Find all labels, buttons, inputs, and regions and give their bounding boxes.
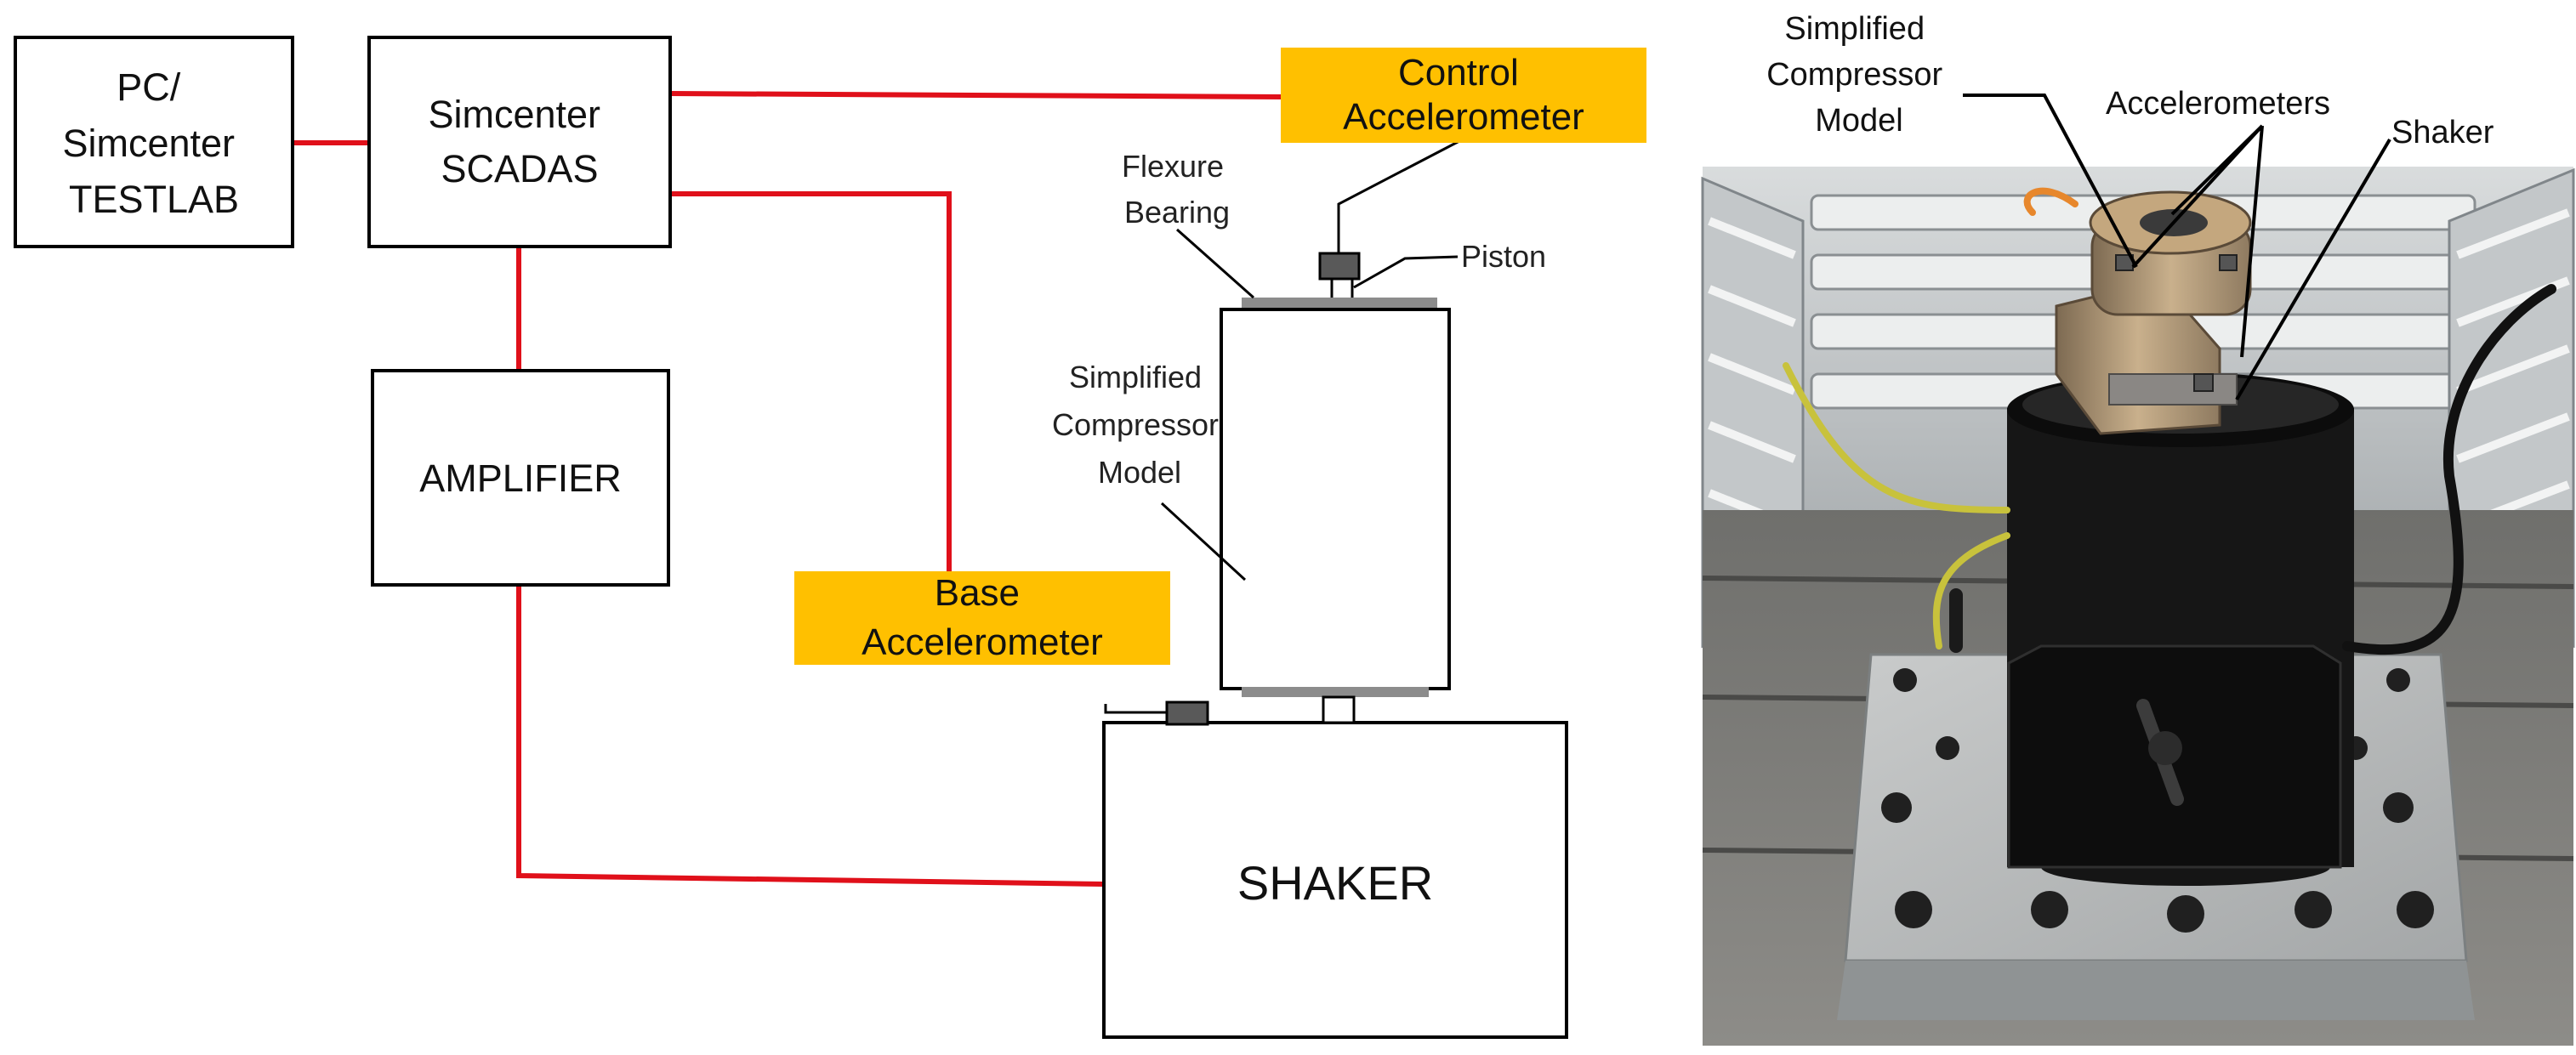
leader-compressor-model: [1160, 502, 1247, 581]
shaker-label: SHAKER: [1237, 856, 1433, 910]
simcenter-scadas-box: Simcenter SCADAS: [367, 36, 672, 248]
photo-compressor-model: [2055, 190, 2252, 435]
base-tag-line-1: Base: [935, 572, 1020, 614]
simplified-compressor-model-body: [1220, 308, 1451, 690]
photo-model-line-2: Compressor: [1766, 57, 1942, 93]
scadas-label-line-1: Simcenter: [428, 93, 600, 136]
leader-lines: [1104, 139, 1460, 714]
photo-compressor-model-label: Simplified Compressor Model: [1766, 11, 1952, 139]
shaker-box: SHAKER: [1102, 721, 1568, 1039]
pc-label-line-2: Simcenter: [62, 122, 235, 165]
leader-accelerometers-b: [2240, 125, 2264, 358]
photo-leader-lines: [1963, 94, 2391, 401]
wire-scadas-base-accelerometer: [670, 191, 952, 571]
leader-control-accelerometer: [1337, 139, 1460, 253]
amplifier-box: AMPLIFIER: [371, 369, 670, 587]
svg-text:Control Accelerometer: Control Accelerometer: [1343, 52, 1584, 138]
wiring: [293, 91, 1283, 887]
scadas-label-line-2: SCADAS: [441, 147, 598, 190]
svg-text:Base Accelerometer: Base Accelerometer: [862, 572, 1103, 663]
diagram-compressor-model-label: Simplified Compressor Model: [1052, 360, 1227, 490]
compressor-model-assembly: [1165, 252, 1451, 726]
base-accelerometer-tag: Base Accelerometer: [794, 571, 1170, 665]
control-accelerometer-sensor: [1318, 252, 1361, 281]
photo-of-test-setup: [1701, 94, 2575, 1046]
base-tag-line-2: Accelerometer: [862, 621, 1103, 663]
leader-photo-shaker: [2235, 138, 2391, 401]
control-accelerometer-tag: Control Accelerometer: [1281, 48, 1646, 143]
photo-shaker-label: Shaker: [2391, 115, 2494, 150]
wire-scadas-control-accelerometer: [669, 91, 1283, 99]
base-stud: [1322, 695, 1356, 724]
flexure-label-line-2: Bearing: [1124, 195, 1230, 230]
photo-model-line-3: Model: [1815, 103, 1903, 139]
flexure-bearing: [1242, 298, 1437, 309]
piston-label: Piston: [1461, 239, 1546, 274]
leader-base-accelerometer: [1104, 704, 1167, 714]
base-accelerometer-sensor: [1165, 700, 1209, 726]
plate-holes: [1881, 668, 2434, 933]
leader-flexure-bearing: [1176, 228, 1254, 299]
diagram-model-line-2: Compressor: [1052, 407, 1219, 442]
amplifier-label: AMPLIFIER: [419, 457, 622, 500]
diagram-model-line-3: Model: [1098, 455, 1181, 490]
pc-label-line-3: TESTLAB: [69, 178, 239, 221]
svg-text:PC/ Simcenter TEST: PC/ Simcenter TESTLAB: [62, 65, 245, 221]
flexure-bearing-label: Flexure Bearing: [1122, 149, 1232, 230]
photo-model-line-1: Simplified: [1784, 11, 1925, 47]
flexure-label-line-1: Flexure: [1122, 149, 1224, 184]
pc-label-line-1: PC/: [117, 65, 181, 109]
photo-accelerometers-label: Accelerometers: [2106, 86, 2330, 122]
svg-text:Simcenter SCADAS: Simcenter SCADAS: [428, 93, 611, 190]
control-tag-line-1: Control: [1398, 52, 1519, 94]
left-fins: [1708, 217, 1796, 531]
bottom-bearing: [1242, 687, 1429, 697]
diagram-model-line-1: Simplified: [1069, 360, 1202, 394]
cables: [1783, 187, 2556, 655]
control-tag-line-2: Accelerometer: [1343, 96, 1584, 138]
leader-accelerometers-c: [2131, 124, 2264, 269]
pc-simcenter-testlab-box: PC/ Simcenter TESTLAB: [14, 36, 294, 248]
leader-photo-model: [1963, 94, 2138, 268]
wire-amplifier-shaker: [516, 585, 1105, 887]
leader-piston: [1353, 255, 1459, 289]
